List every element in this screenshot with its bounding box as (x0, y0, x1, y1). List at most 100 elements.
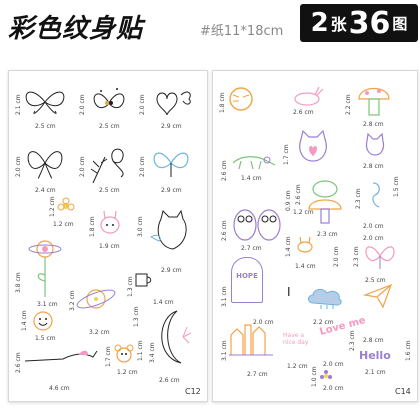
dim-label: 2.1 cm (365, 369, 386, 376)
header: 彩色纹身贴 #纸11*18cm 2 张 36 图 (0, 0, 420, 48)
dim-label: 2.9 cm (161, 267, 182, 274)
butterfly-dots-icon (93, 88, 125, 109)
owls-icon (233, 209, 281, 241)
dim-label: 1.9 cm (99, 243, 120, 250)
dim-label: 2.6 cm (159, 377, 180, 384)
dim-label: 1.4 cm (21, 310, 28, 331)
dim-label: 1.8 cm (89, 216, 96, 237)
sheet-unit: 张 (330, 15, 347, 34)
dim-label: 2.0 cm (363, 235, 384, 242)
dim-label: 1.4 cm (153, 299, 174, 306)
cat-heart-icon (299, 129, 327, 162)
dim-label: 2.8 cm (363, 121, 384, 128)
dim-label: 1.4 cm (285, 236, 292, 257)
dim-label: 4.6 cm (49, 385, 70, 392)
dim-label: 3.2 cm (69, 290, 76, 311)
sticker-sheet-c12: 2.1 cm 2.5 cm 2.0 cm 2.5 cm 2.0 cm 2.9 c… (8, 70, 208, 402)
dim-label: 2.0 cm (363, 223, 384, 230)
dim-label: 2.9 cm (161, 187, 182, 194)
sheet-count: 2 (310, 8, 329, 38)
product-title: 彩色纹身贴 (8, 14, 144, 44)
paper-plane-icon (362, 283, 393, 309)
butterfly-pink-icon (365, 246, 395, 269)
mushroom-frog-icon (358, 87, 390, 116)
tiger-cat-icon (229, 87, 253, 111)
cloud-icon (308, 288, 342, 309)
moon-flower-icon (161, 310, 192, 364)
butterfly-outline-icon (25, 91, 65, 114)
image-unit: 图 (392, 14, 408, 33)
dim-label: 2.6 cm (295, 184, 302, 205)
dim-label: 2.0 cm (79, 94, 86, 115)
dim-label: 3.0 cm (137, 216, 144, 237)
butterfly-blue-icon (153, 152, 189, 177)
butterfly-plant-icon (90, 148, 124, 184)
hope-text: HOPE (236, 272, 258, 280)
sticker-sheet-c14: 1.8 cm 2.6 cm 2.2 cm 2.8 cm 1.7 cm 2.8 c… (212, 70, 418, 402)
dim-label: 2.3 cm (353, 246, 360, 267)
dim-label: 2.6 cm (293, 109, 314, 116)
mug-icon (135, 273, 152, 287)
hope-arch-sticker: HOPE (231, 257, 263, 303)
dim-label: 2.0 cm (333, 246, 340, 267)
frog-mushroom-icon (308, 180, 342, 224)
dim-label: 1.2 cm (287, 363, 308, 370)
butterfly-sketch-icon (27, 151, 63, 179)
dim-label: 3.1 cm (221, 286, 228, 307)
dim-label: 2.5 cm (99, 123, 120, 130)
lizard-icon (232, 156, 276, 170)
dim-label: 1.4 cm (295, 263, 316, 270)
dim-label: 1.5 cm (393, 176, 400, 197)
hello-sticker: Hello (359, 349, 391, 362)
small-bunny-icon (297, 236, 313, 253)
smiley-face-icon (33, 311, 53, 331)
dim-label: 3.1 cm (37, 301, 58, 308)
whale-line-icon (24, 350, 98, 362)
dim-label: 1.2 cm (293, 209, 314, 216)
dim-label: 1.2 cm (53, 221, 74, 228)
dim-label: 2.9 cm (161, 123, 182, 130)
sheet-code: C14 (395, 387, 411, 396)
dim-label: 3.1 cm (221, 340, 228, 361)
dim-label: 0.9 cm (285, 190, 292, 211)
dim-label: 1.3 cm (127, 276, 134, 297)
cat-with-fish-icon (150, 209, 187, 250)
i-love-cloud-sticker: I (287, 281, 347, 311)
city-skyline-icon (229, 324, 273, 356)
dim-label: 2.3 cm (317, 231, 338, 238)
dim-label: 2.5 cm (99, 187, 120, 194)
dim-label: 1.5 cm (35, 335, 56, 342)
dim-label: 1.2 cm (49, 196, 56, 217)
dim-label: 2.7 cm (247, 371, 268, 378)
dim-label: 2.6 cm (221, 220, 228, 241)
dim-label: 2.7 cm (241, 245, 262, 252)
dim-label: 2.0 cm (15, 156, 22, 177)
planet-flower-icon (28, 240, 62, 297)
paper-size-spec: #纸11*18cm (200, 24, 284, 39)
dim-label: 2.8 cm (363, 337, 384, 344)
dim-label: 2.4 cm (35, 187, 56, 194)
dim-label: 2.1 cm (15, 94, 22, 115)
dim-label: 3.4 cm (149, 342, 156, 363)
dim-label: 1.0 cm (311, 366, 318, 387)
dim-label: 2.0 cm (79, 156, 86, 177)
count-badge: 2 张 36 图 (300, 4, 418, 42)
dim-label: 1.3 cm (133, 306, 140, 327)
dim-label: 1.6 cm (405, 340, 412, 361)
dim-label: 1.7 cm (105, 346, 112, 367)
i-letter: I (287, 285, 291, 299)
heart-butterfly-icon (156, 91, 191, 116)
dim-label: 2.8 cm (363, 163, 384, 170)
dim-label: 2.6 cm (15, 352, 22, 373)
rabbit-icon (294, 86, 324, 106)
planet-icon (76, 289, 116, 309)
dim-label: 2.0 cm (139, 156, 146, 177)
dim-label: 1.2 cm (117, 369, 138, 376)
dim-label: 2.0 cm (323, 385, 344, 392)
dim-label: 2.3 cm (349, 330, 356, 351)
dim-label: 3.8 cm (15, 272, 22, 293)
dim-label: 2.0 cm (323, 361, 344, 368)
dim-label: 1.8 cm (219, 92, 226, 113)
dim-label: 2.5 cm (365, 277, 386, 284)
bunny-icon (100, 210, 120, 234)
